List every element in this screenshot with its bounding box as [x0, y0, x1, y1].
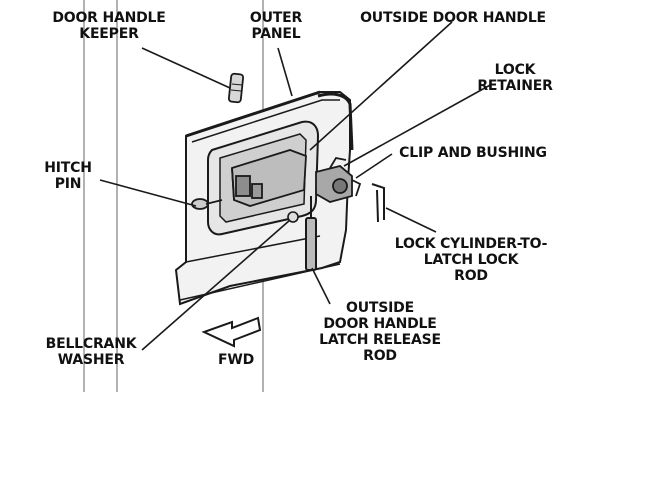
- label-fwd: FWD: [217, 352, 255, 368]
- door-handle-keeper-part: [227, 72, 245, 104]
- label-hitch-pin: HITCH PIN: [44, 160, 92, 192]
- label-outside-latch-release-rod: OUTSIDE DOOR HANDLE LATCH RELEASE ROD: [319, 300, 441, 364]
- label-lock-cylinder-rod: LOCK CYLINDER-TO- LATCH LOCK ROD: [394, 236, 548, 284]
- hitch-pin-part: [191, 198, 223, 210]
- outside-door-handle-part: [231, 149, 307, 207]
- latch-release-rod-part: [305, 196, 317, 271]
- bellcrank-washer-part: [287, 211, 299, 223]
- label-clip-and-bushing: CLIP AND BUSHING: [399, 145, 547, 161]
- label-bellcrank-washer: BELLCRANK WASHER: [45, 336, 137, 368]
- leader-lines: [99, 21, 493, 351]
- lock-assembly-part: [315, 156, 362, 203]
- label-outer-panel: OUTER PANEL: [249, 10, 303, 42]
- label-lock-retainer: LOCK RETAINER: [477, 62, 553, 94]
- label-outside-door-handle: OUTSIDE DOOR HANDLE: [360, 10, 546, 26]
- lock-cylinder-rod-part: [371, 183, 385, 223]
- fwd-arrow-icon: [201, 316, 262, 348]
- label-door-handle-keeper: DOOR HANDLE KEEPER: [52, 10, 166, 42]
